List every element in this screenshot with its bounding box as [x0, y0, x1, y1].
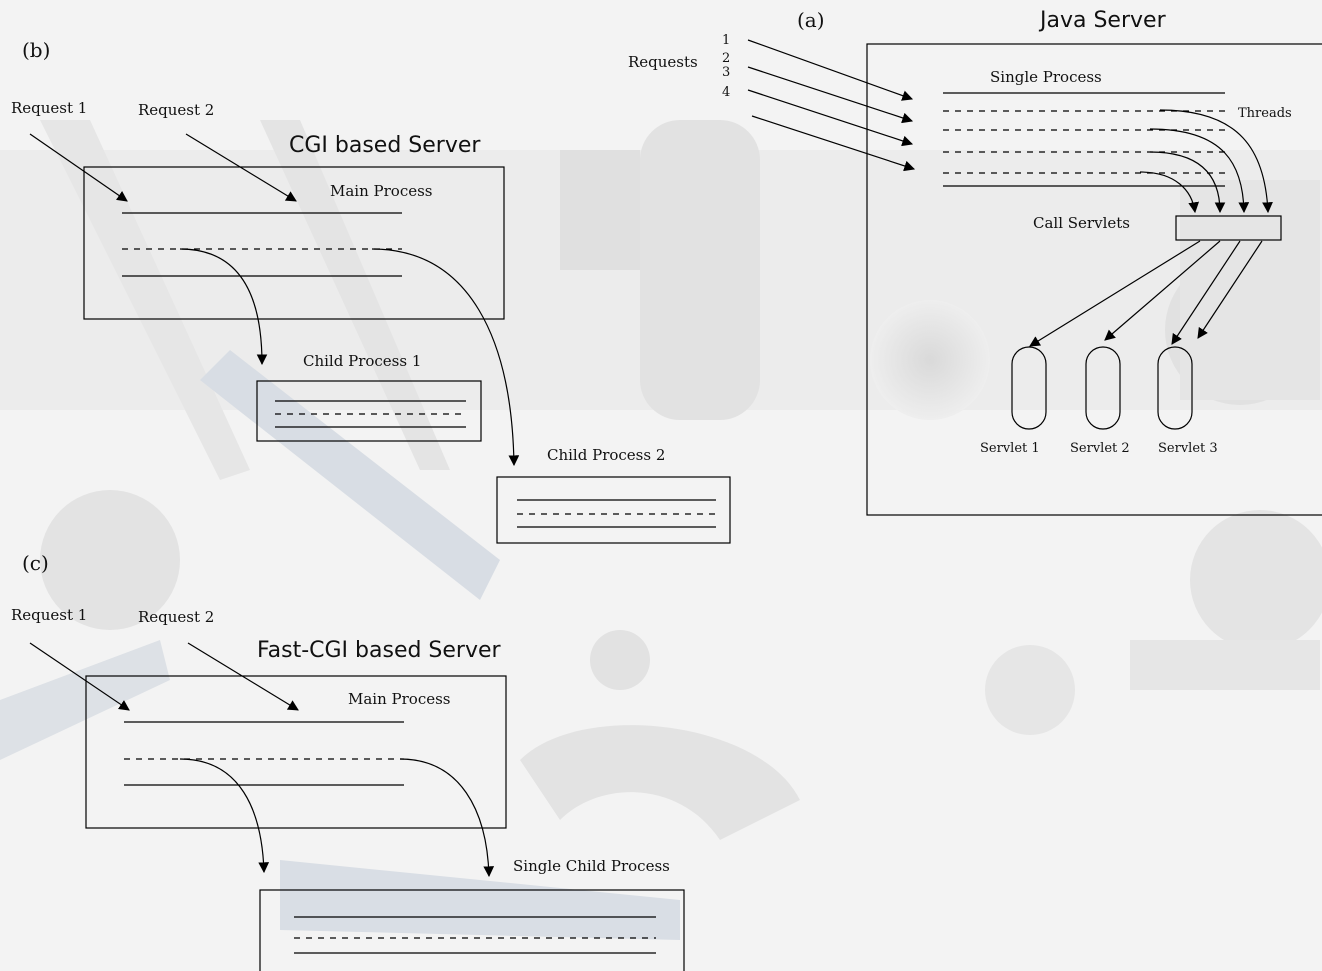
cgi-request-1-label: Request 1 — [11, 101, 87, 116]
fastcgi-server-title: Fast-CGI based Server — [257, 640, 501, 662]
request-number-4: 4 — [722, 86, 730, 99]
panel-c-caption: (c) — [22, 553, 49, 573]
request-number-1: 1 — [722, 34, 730, 47]
call-servlets-label: Call Servlets — [1033, 216, 1130, 231]
fastcgi-fork-1 — [180, 759, 264, 872]
fastcgi-main-process-label: Main Process — [348, 692, 451, 707]
servlet-arrow-2 — [1105, 241, 1220, 340]
servlet-1-label: Servlet 1 — [980, 442, 1040, 455]
single-child-process-box — [260, 890, 684, 971]
thread-curve-2 — [1150, 129, 1244, 212]
request-number-2: 2 — [722, 52, 730, 65]
panel-b-caption: (b) — [22, 40, 50, 60]
child-process-1-box — [257, 381, 481, 441]
fastcgi-fork-2 — [400, 759, 489, 876]
single-child-process-label: Single Child Process — [513, 859, 670, 874]
request-arrow-2 — [748, 67, 912, 121]
request-arrow-4 — [752, 116, 914, 169]
thread-curve-1 — [1160, 110, 1268, 212]
request-arrow-1 — [748, 40, 912, 99]
panel-a-caption: (a) — [797, 10, 825, 30]
servlet-2-shape — [1086, 347, 1120, 429]
requests-label: Requests — [628, 55, 698, 70]
cgi-request-2-label: Request 2 — [138, 103, 214, 118]
cgi-main-box — [84, 167, 504, 319]
cgi-main-process-label: Main Process — [330, 184, 433, 199]
servlet-3-label: Servlet 3 — [1158, 442, 1218, 455]
thread-curve-4 — [1140, 172, 1195, 212]
child-process-2-label: Child Process 2 — [547, 448, 665, 463]
servlet-1-shape — [1012, 347, 1046, 429]
child-process-2-box — [497, 477, 730, 543]
fastcgi-request-1-label: Request 1 — [11, 608, 87, 623]
child-process-1-label: Child Process 1 — [303, 354, 421, 369]
servlet-arrow-3 — [1172, 241, 1240, 344]
servlet-2-label: Servlet 2 — [1070, 442, 1130, 455]
cgi-fork-1 — [180, 249, 262, 364]
call-servlets-box — [1176, 216, 1281, 240]
request-number-3: 3 — [722, 66, 730, 79]
request-arrow-3 — [748, 90, 912, 144]
single-process-label: Single Process — [990, 70, 1102, 85]
java-server-title: Java Server — [1040, 10, 1166, 32]
thread-curve-3 — [1150, 152, 1220, 212]
fastcgi-request-2-label: Request 2 — [138, 610, 214, 625]
cgi-server-title: CGI based Server — [289, 135, 480, 157]
servlet-arrow-1 — [1030, 241, 1200, 346]
threads-label: Threads — [1238, 107, 1292, 120]
servlet-3-shape — [1158, 347, 1192, 429]
